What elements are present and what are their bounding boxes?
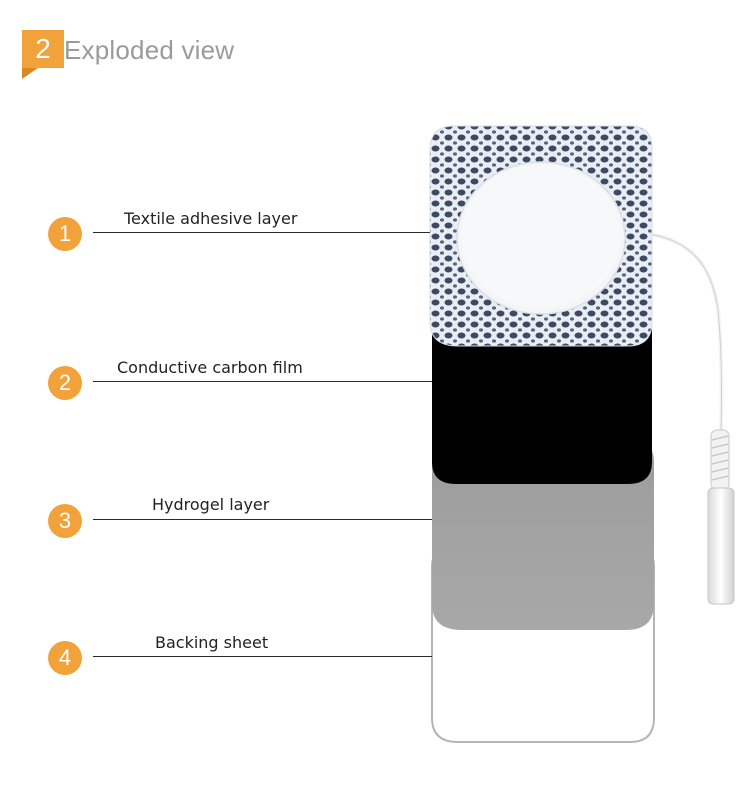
lead-wire [647,232,724,433]
callout-number-4: 4 [48,641,82,675]
callout-label-hydrogel-layer: Hydrogel layer [152,495,270,514]
callout-line-3 [93,519,432,520]
hydrogel-layer-shape [432,440,654,630]
callout-number-3: 3 [48,504,82,538]
callout-number-2: 2 [48,366,82,400]
callout-label-textile-adhesive-layer: Textile adhesive layer [124,209,298,228]
callout-number-1: 1 [48,217,82,251]
callout-label-backing-sheet: Backing sheet [155,633,269,652]
step-badge-tail [22,68,38,79]
section-title: Exploded view [64,35,235,65]
callout-line-4 [93,656,432,657]
connector-plug [707,487,735,605]
connector-strain-relief [710,429,730,491]
callout-label-conductive-carbon-film: Conductive carbon film [117,358,303,377]
step-number-badge: 2 [22,30,64,68]
callout-line-2 [93,381,432,382]
callout-line-1 [93,232,430,233]
